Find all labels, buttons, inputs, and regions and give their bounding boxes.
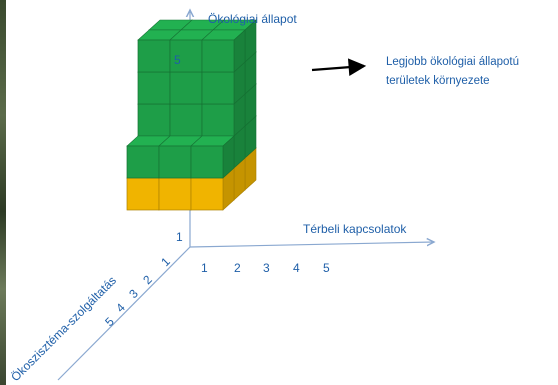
cube [190, 135, 235, 179]
x-tick-5: 5 [323, 261, 330, 275]
annotation-arrow [311, 58, 367, 76]
y-axis-label: Ökológiai állapot [208, 12, 297, 26]
y-tick-1: 1 [176, 230, 183, 244]
y-tick-5: 5 [174, 53, 181, 67]
x-tick-4: 4 [293, 261, 300, 275]
cube [201, 29, 246, 73]
x-tick-3: 3 [263, 261, 270, 275]
z-axis-line [57, 246, 191, 381]
x-axis-line [189, 242, 434, 248]
x-tick-1: 1 [201, 261, 208, 275]
z-tick-4: 4 [113, 300, 128, 315]
x-tick-2: 2 [234, 261, 241, 275]
x-axis-label: Térbeli kapcsolatok [303, 222, 407, 236]
annotation-line-1: Legjobb ökológiai állapotú [386, 56, 519, 68]
z-tick-5: 5 [102, 314, 117, 329]
background-photo-strip [0, 0, 6, 385]
cube-stack [126, 19, 257, 211]
z-axis-label: Ökoszisztéma-szolgáltatás [8, 273, 119, 384]
annotation-line-2: területek környezete [386, 75, 490, 87]
